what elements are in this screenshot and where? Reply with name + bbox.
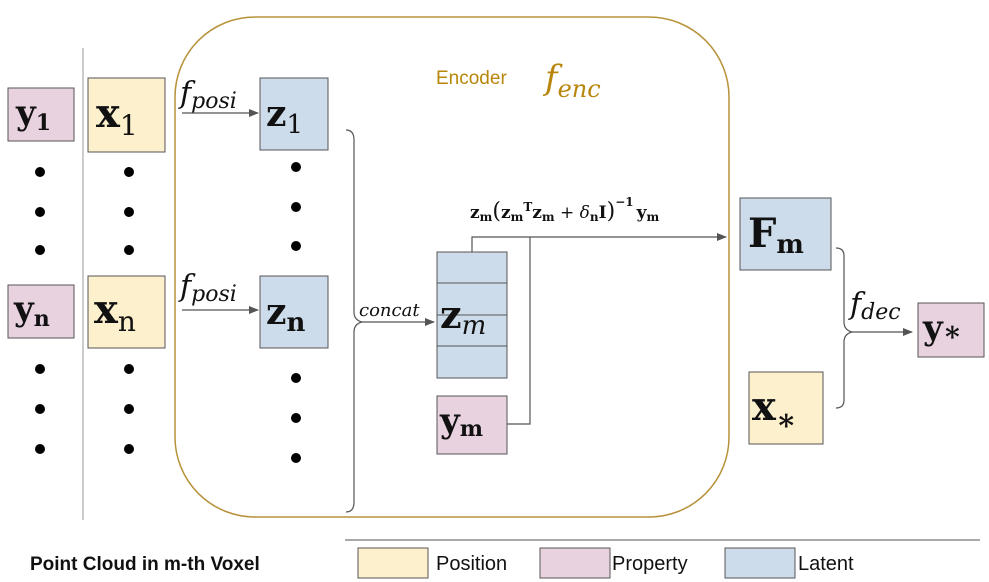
legend-property-swatch bbox=[539, 547, 611, 579]
encoder-function-label: fenc bbox=[542, 58, 601, 103]
encoder-title: Encoder bbox=[436, 68, 507, 89]
encoder-region bbox=[174, 16, 730, 518]
legend-title: Point Cloud in m-th Voxel bbox=[30, 554, 260, 575]
fdec-label: fdec bbox=[848, 287, 901, 325]
legend-position-label: Position bbox=[436, 553, 507, 575]
yn-box bbox=[7, 284, 75, 339]
concat-label: concat bbox=[359, 300, 420, 321]
fm-box bbox=[739, 197, 832, 271]
x1-label: x1 bbox=[96, 90, 138, 142]
fm-label: Fm bbox=[748, 210, 804, 260]
ym-box bbox=[436, 395, 508, 455]
ystar-label: y∗ bbox=[922, 308, 962, 348]
regression-formula: zm(zmTzm + δnI)−1ym bbox=[470, 195, 660, 224]
y1-box bbox=[7, 87, 75, 142]
ym-label: ym bbox=[439, 401, 483, 442]
ystar-box bbox=[917, 302, 985, 358]
zm-matrix bbox=[436, 251, 508, 379]
z-column-dots bbox=[291, 162, 301, 463]
xstar-label: x∗ bbox=[752, 383, 797, 438]
xn-label: xn bbox=[94, 286, 136, 338]
legend-position-swatch bbox=[357, 547, 429, 579]
fposi-label-top: fposi bbox=[178, 76, 237, 114]
zm-label: zm bbox=[440, 292, 486, 341]
ym-connector bbox=[507, 237, 531, 425]
y1-label: y1 bbox=[15, 93, 51, 136]
concat-brace bbox=[345, 129, 363, 513]
x-column-dots bbox=[124, 167, 134, 454]
zm-connector bbox=[471, 233, 727, 252]
xn-box bbox=[87, 275, 166, 349]
x1-box bbox=[87, 77, 166, 153]
legend-latent-label: Latent bbox=[798, 553, 854, 575]
xstar-box bbox=[748, 371, 824, 445]
legend-property-label: Property bbox=[612, 553, 688, 575]
y-column-dots bbox=[35, 167, 45, 454]
z1-label: z1 bbox=[266, 93, 303, 140]
legend-latent-swatch bbox=[724, 547, 796, 579]
z1-box bbox=[259, 77, 329, 151]
yn-label: yn bbox=[13, 289, 50, 332]
zn-label: zn bbox=[266, 291, 305, 338]
decoder-brace bbox=[835, 247, 853, 409]
fposi-label-bottom: fposi bbox=[178, 269, 237, 307]
zn-box bbox=[259, 275, 329, 349]
